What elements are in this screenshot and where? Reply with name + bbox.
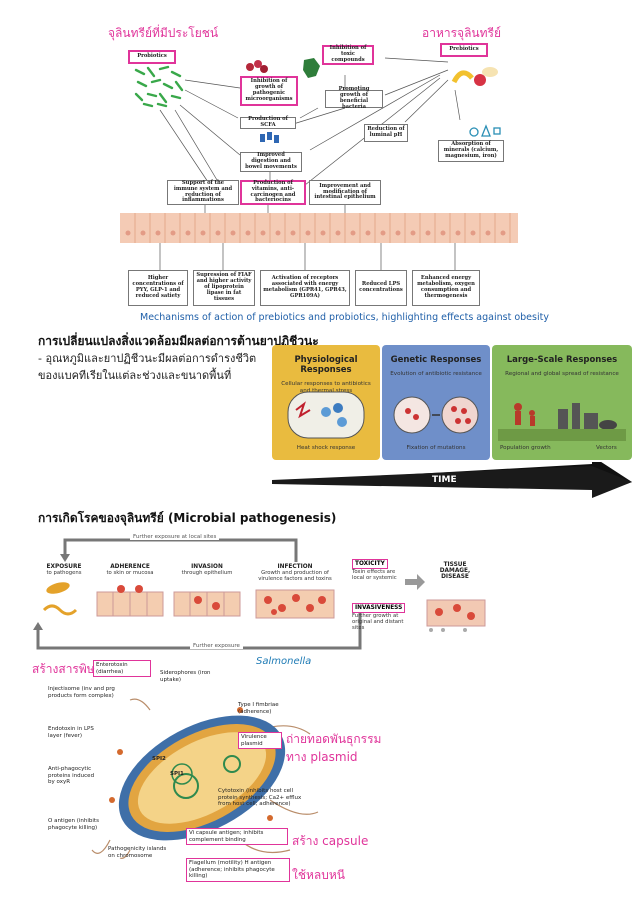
section2-heading: การเปลี่ยนแปลงสิ่งแวดล้อมมีผลต่อการต้านย… xyxy=(38,334,319,348)
injectisome-label: Injectisome (inv and prg products form c… xyxy=(48,686,115,699)
tissue-damage-label: TISSUE DAMAGE, DISEASE xyxy=(439,562,471,580)
panel-title: Large-Scale Responses xyxy=(506,355,618,365)
infection-cells-icon xyxy=(255,589,335,619)
figure1-caption: Mechanisms of action of prebiotics and p… xyxy=(140,312,549,323)
prebiotics-thai-label: อาหารจุลินทรีย์ xyxy=(422,26,502,40)
stage-title: INFECTION xyxy=(277,564,313,570)
promoting-growth-box: Promoting growth of beneficial bacteria xyxy=(325,86,383,110)
outcome-box: Higher concentrations of PYY, GLP-1 and … xyxy=(128,270,188,306)
production-vitamins-box: Production of vitamins, anti-carcinogen … xyxy=(240,180,306,205)
panel-footer: Fixation of mutations xyxy=(406,445,466,451)
toxicity-subtitle: Toxin effects are local or systemic xyxy=(352,569,397,582)
thai-plasmid-note-2: ทาง plasmid xyxy=(286,750,358,764)
bacteria-cluster-icon xyxy=(134,65,184,108)
outcome-box: Reduced LPS concentrations xyxy=(355,270,407,306)
inhibition-growth-box: Inhibition of growth of pathogenic micro… xyxy=(240,76,298,106)
virulence-plasmid-label: Virulence plasmid xyxy=(238,732,282,750)
invasiveness-title: INVASIVENESS xyxy=(352,603,406,613)
time-label: TIME xyxy=(432,475,457,485)
stage-adherence: ADHERENCE to skin or mucosa xyxy=(95,564,165,626)
support-immune-box: Support of the immune system and reducti… xyxy=(167,180,239,205)
production-scfa-box: Production of SCFA xyxy=(240,116,296,129)
outcome-box: Supression of FIAF and higher activity o… xyxy=(193,270,255,306)
population-landscape-icon xyxy=(498,403,626,441)
tissue-damage-icon xyxy=(426,599,486,632)
toxic-compound-icon xyxy=(303,58,320,78)
probiotics-box: Probiotics xyxy=(128,50,176,64)
outcome-box: Enhanced energy metabolism, oxygen consu… xyxy=(412,270,480,306)
spi1-label: SPI1 xyxy=(170,771,184,777)
inhibition-toxic-box: Inhibition of toxic compounds xyxy=(322,45,374,65)
minerals-icon xyxy=(469,124,501,137)
large-scale-panel: Large-Scale Responses Regional and globa… xyxy=(492,345,632,460)
panel-title: Physiological Responses xyxy=(294,355,358,375)
stage-title: ADHERENCE xyxy=(110,564,150,570)
endotoxin-label: Endotoxin in LPS layer (fever) xyxy=(48,726,94,739)
further-exposure-label: Further exposure xyxy=(190,643,243,649)
stage-subtitle: through epithelium xyxy=(181,570,233,576)
thai-capsule-note: สร้าง capsule xyxy=(292,834,369,848)
enterotoxin-label: Enterotoxin (diarrhea) xyxy=(93,660,151,678)
forward-arrow-icon xyxy=(405,574,425,590)
toxicity-title: TOXICITY xyxy=(352,559,388,569)
section2-body: - อุณหภูมิและยาปฏิชีวนะมีผลต่อการดำรงชีว… xyxy=(38,352,257,383)
stage-title: EXPOSURE xyxy=(46,564,82,570)
spi2-label: SPI2 xyxy=(152,756,166,762)
thai-plasmid-note-1: ถ่ายทอดพันธุกรรม xyxy=(286,732,382,746)
panel-subtitle: Evolution of antibiotic resistance xyxy=(390,371,482,377)
stage-subtitle: Growth and production of virulence facto… xyxy=(258,570,332,583)
time-arrow xyxy=(272,462,632,498)
genetic-panel: Genetic Responses Evolution of antibioti… xyxy=(382,345,490,460)
outcome-box: Activation of receptors associated with … xyxy=(260,270,350,306)
panel-subtitle: Regional and global spread of resistance xyxy=(505,371,619,377)
stage-exposure: EXPOSURE to pathogens xyxy=(38,564,90,626)
physiological-panel: Physiological Responses Cellular respons… xyxy=(272,345,380,460)
reduction-ph-box: Reduction of luminal pH xyxy=(364,124,408,142)
o-antigen-label: O antigen (inhibits phagocyte killing) xyxy=(48,818,99,831)
section3-heading: การเกิดโรคของจุลินทรีย์ (Microbial patho… xyxy=(38,511,337,525)
prebiotics-box: Prebiotics xyxy=(440,43,488,57)
panel-footer: Heat shock response xyxy=(296,445,356,451)
panel-title: Genetic Responses xyxy=(390,355,482,365)
thai-toxin-note: สร้างสารพิษ xyxy=(32,662,95,676)
molecule-icon xyxy=(260,132,279,143)
absorption-minerals-box: Absorption of minerals (calcium, magnesi… xyxy=(438,140,504,162)
siderophores-label: Siderophores (iron uptake) xyxy=(160,670,211,683)
improved-digestion-box: Improved digestion and bowel movements xyxy=(240,152,302,172)
pathogens-icon xyxy=(42,582,78,616)
stage-title: INVASION xyxy=(191,564,223,570)
food-icon xyxy=(451,67,498,86)
panel-subtitle: Cellular responses to antibiotics and th… xyxy=(281,381,371,394)
type1-fimbriae-label: Type I fimbriae (adherence) xyxy=(238,702,279,715)
further-local-label: Further exposure at local sites xyxy=(130,534,220,540)
improvement-epithelium-box: Improvement and modification of intestin… xyxy=(309,180,381,205)
panel-footer-vectors: Vectors xyxy=(596,445,617,451)
flagellum-label: Flagellum (motility) H antigen (adherenc… xyxy=(186,858,290,882)
stage-subtitle: to skin or mucosa xyxy=(106,570,154,576)
invasiveness-block: INVASIVENESS Further growth at original … xyxy=(352,594,408,631)
pathogenicity-islands-label: Pathogenicity islands on chromosome xyxy=(108,846,167,859)
stage-invasion: INVASION through epithelium xyxy=(172,564,242,626)
intestinal-epithelium-illustration xyxy=(120,213,518,243)
salmonella-title: Salmonella xyxy=(256,656,312,667)
toxicity-block: TOXICITY Toxin effects are local or syst… xyxy=(352,550,400,581)
antiphagocytic-label: Anti-phagocytic proteins induced by oxyR xyxy=(48,766,95,786)
skin-adherence-icon xyxy=(96,585,164,617)
stage-subtitle: to pathogens xyxy=(46,570,82,576)
vi-capsule-label: Vi capsule antigen; inhibits complement … xyxy=(186,828,288,846)
invasiveness-subtitle: Further growth at original and distant s… xyxy=(352,613,404,632)
panel-footer: Population growth xyxy=(500,445,551,451)
stage-infection: INFECTION Growth and production of virul… xyxy=(252,564,338,626)
epithelium-invasion-icon xyxy=(173,591,241,617)
probiotics-thai-label: จุลินทรีย์ที่มีประโยชน์ xyxy=(108,26,219,40)
salmonella-cell-illustration xyxy=(91,698,319,859)
bacterium-cell-icon xyxy=(287,391,365,439)
cytotoxin-label: Cytotoxin (inhibits host cell protein sy… xyxy=(218,788,302,808)
thai-flagella-note: ใช้หลบหนี xyxy=(292,868,345,882)
pathogen-icon xyxy=(246,60,268,73)
mutation-cells-icon xyxy=(393,396,479,434)
